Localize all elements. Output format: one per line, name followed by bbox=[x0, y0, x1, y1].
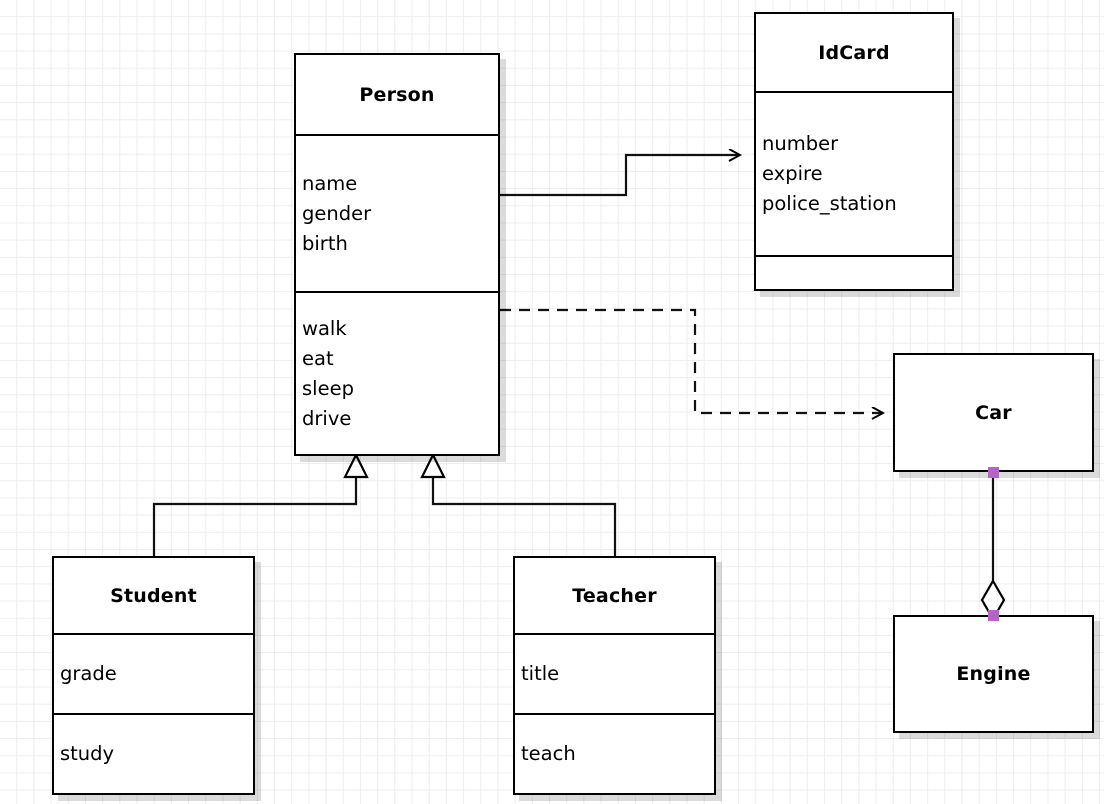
attribute-row: title bbox=[521, 662, 560, 685]
class-name-label: Student bbox=[110, 584, 197, 607]
connector-teacher-person bbox=[420, 452, 617, 556]
class-box-student[interactable]: Student grade study bbox=[52, 556, 255, 795]
connector-endpoint-handle-car[interactable] bbox=[988, 467, 999, 478]
class-attributes-idcard: number expire police_station bbox=[756, 91, 952, 255]
attribute-row: name bbox=[302, 171, 358, 195]
class-name-label: Person bbox=[359, 83, 435, 106]
connector-person-car bbox=[500, 308, 883, 413]
attribute-row: expire bbox=[762, 162, 823, 185]
class-attributes-teacher: title bbox=[515, 633, 714, 713]
connector-person-idcard bbox=[500, 155, 740, 197]
class-name-label: Car bbox=[975, 401, 1012, 424]
connector-car-engine bbox=[980, 472, 1006, 622]
class-operations-student: study bbox=[54, 713, 253, 793]
class-title-car: Car bbox=[895, 355, 1092, 470]
class-box-engine[interactable]: Engine bbox=[893, 615, 1094, 733]
class-title-teacher: Teacher bbox=[515, 558, 714, 633]
class-title-student: Student bbox=[54, 558, 253, 633]
class-name-label: IdCard bbox=[818, 41, 890, 64]
class-box-idcard[interactable]: IdCard number expire police_station bbox=[754, 12, 954, 291]
attribute-row: gender bbox=[302, 201, 372, 225]
connector-endpoint-handle-engine[interactable] bbox=[988, 610, 999, 621]
class-title-engine: Engine bbox=[895, 617, 1092, 731]
operation-row: drive bbox=[302, 406, 352, 430]
operation-row: teach bbox=[521, 742, 576, 765]
attribute-row: number bbox=[762, 132, 839, 155]
class-box-car[interactable]: Car bbox=[893, 353, 1094, 472]
attribute-row: police_station bbox=[762, 192, 897, 215]
operation-row: eat bbox=[302, 346, 334, 370]
class-attributes-student: grade bbox=[54, 633, 253, 713]
class-name-label: Engine bbox=[956, 663, 1031, 685]
class-operations-idcard bbox=[756, 255, 952, 289]
operation-row: sleep bbox=[302, 376, 354, 400]
connector-student-person bbox=[152, 452, 369, 556]
class-box-teacher[interactable]: Teacher title teach bbox=[513, 556, 716, 795]
class-title-person: Person bbox=[296, 55, 498, 134]
attribute-row: birth bbox=[302, 231, 348, 255]
class-attributes-person: name gender birth bbox=[296, 134, 498, 291]
class-operations-person: walk eat sleep drive bbox=[296, 291, 498, 454]
attribute-row: grade bbox=[60, 662, 117, 685]
class-box-person[interactable]: Person name gender birth walk eat sleep … bbox=[294, 53, 500, 456]
class-title-idcard: IdCard bbox=[756, 14, 952, 91]
operation-row: study bbox=[60, 742, 115, 765]
class-name-label: Teacher bbox=[572, 584, 657, 607]
operation-row: walk bbox=[302, 316, 347, 340]
class-operations-teacher: teach bbox=[515, 713, 714, 793]
